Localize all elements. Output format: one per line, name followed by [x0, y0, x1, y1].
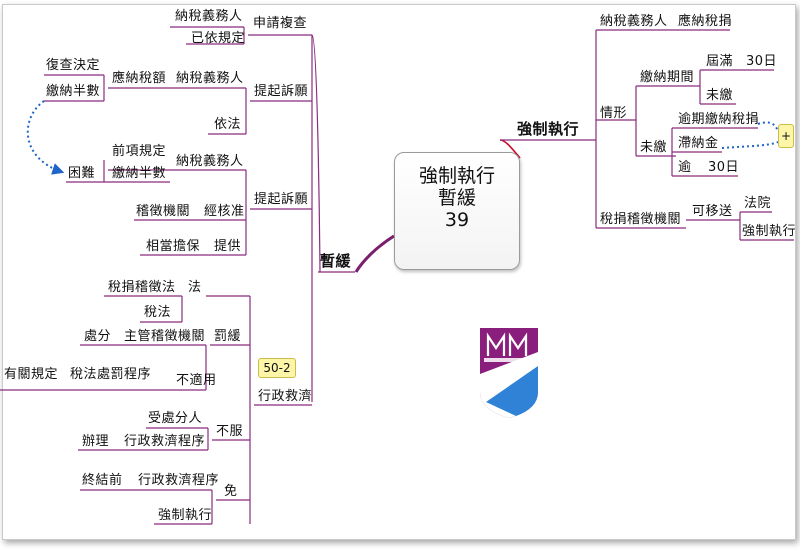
node-nashui-right[interactable]: 納稅義務人	[600, 14, 668, 29]
node-xingzhengjiuji1[interactable]: 行政救濟程序	[124, 434, 206, 449]
note-plus[interactable]: +	[778, 124, 794, 148]
node-kunnan[interactable]: 困難	[68, 166, 96, 181]
node-yingna[interactable]: 應納稅額	[112, 71, 167, 86]
node-yuqi[interactable]: 逾期繳納稅捐	[678, 112, 760, 127]
node-yiyi[interactable]: 已依規定	[191, 31, 246, 46]
node-jiaona-ban1[interactable]: 繳納半數	[46, 84, 101, 99]
node-days30a[interactable]: 30日	[746, 54, 778, 69]
node-jieman[interactable]: 屆滿	[706, 54, 734, 69]
node-shuifa[interactable]: 稅法	[144, 305, 172, 320]
node-shenqing[interactable]: 申請複查	[253, 16, 308, 31]
node-nashui1[interactable]: 納稅義務人	[175, 9, 243, 24]
node-qiangzhizhixing-left[interactable]: 強制執行	[158, 508, 213, 523]
mindmap-canvas	[2, 4, 796, 540]
branch-qiangzhi[interactable]: 強制執行	[517, 120, 580, 138]
central-topic-line1: 強制執行	[418, 165, 495, 187]
institution-shield-logo	[466, 322, 552, 422]
central-topic-line3: 39	[444, 209, 470, 231]
node-qianxiang[interactable]: 前項規定	[112, 144, 167, 159]
node-jiaonaqijian[interactable]: 繳納期間	[640, 70, 695, 85]
node-weijiao2[interactable]: 未繳	[640, 140, 668, 155]
node-yingnashuijuan[interactable]: 應納稅捐	[678, 14, 733, 29]
node-fahuan[interactable]: 罰緩	[214, 329, 242, 344]
node-yu[interactable]: 逾	[678, 160, 692, 175]
node-nashui2[interactable]: 納稅義務人	[176, 71, 244, 86]
node-bushiyong[interactable]: 不適用	[176, 373, 217, 388]
node-shuijuan[interactable]: 稅捐稽徵法	[108, 280, 176, 295]
node-xingzheng[interactable]: 行政救濟	[258, 389, 313, 404]
node-fucha[interactable]: 復查決定	[46, 58, 101, 73]
central-topic[interactable]: 強制執行 暫緩 39	[394, 152, 520, 270]
node-nashui3[interactable]: 納稅義務人	[176, 154, 244, 169]
node-days30b[interactable]: 30日	[708, 160, 740, 175]
node-yifa[interactable]: 依法	[214, 117, 242, 132]
node-qiangzhizhixing-right[interactable]: 強制執行	[742, 224, 797, 239]
branch-zanhuan[interactable]: 暫緩	[320, 252, 352, 270]
node-xiangdang[interactable]: 相當擔保	[146, 239, 201, 254]
node-tiqi2[interactable]: 提起訴願	[254, 192, 309, 207]
node-zhinajin[interactable]: 滯納金	[678, 136, 719, 151]
node-fayuan[interactable]: 法院	[744, 196, 772, 211]
node-jiaona-ban2[interactable]: 繳納半數	[112, 166, 167, 181]
central-topic-line2: 暫緩	[437, 187, 476, 209]
node-qingxing[interactable]: 情形	[600, 106, 628, 121]
node-zhongjieqian[interactable]: 終結前	[82, 473, 123, 488]
node-jizheng[interactable]: 稽徵機關	[136, 204, 191, 219]
note-50-2[interactable]: 50-2	[258, 358, 296, 378]
node-mian[interactable]: 免	[224, 484, 238, 499]
node-jinghezhun[interactable]: 經核准	[204, 204, 245, 219]
node-shuifachufa[interactable]: 稅法處罰程序	[70, 367, 152, 382]
node-weijiao1[interactable]: 未繳	[706, 88, 734, 103]
node-bufu[interactable]: 不服	[216, 424, 244, 439]
node-xingzhengjiuji2[interactable]: 行政救濟程序	[138, 473, 220, 488]
node-youguan[interactable]: 有關規定	[4, 367, 59, 382]
node-banli[interactable]: 辦理	[82, 434, 110, 449]
node-fa[interactable]: 法	[188, 280, 202, 295]
node-tigong[interactable]: 提供	[214, 239, 242, 254]
node-zhuguan[interactable]: 主管稽徵機關	[124, 329, 206, 344]
node-tiqi1[interactable]: 提起訴願	[254, 84, 309, 99]
node-shouchufen[interactable]: 受處分人	[148, 411, 203, 426]
node-chufen[interactable]: 處分	[84, 329, 112, 344]
node-shuijuanjizheng[interactable]: 稅捐稽徵機關	[600, 212, 682, 227]
node-keyisong[interactable]: 可移送	[692, 204, 733, 219]
